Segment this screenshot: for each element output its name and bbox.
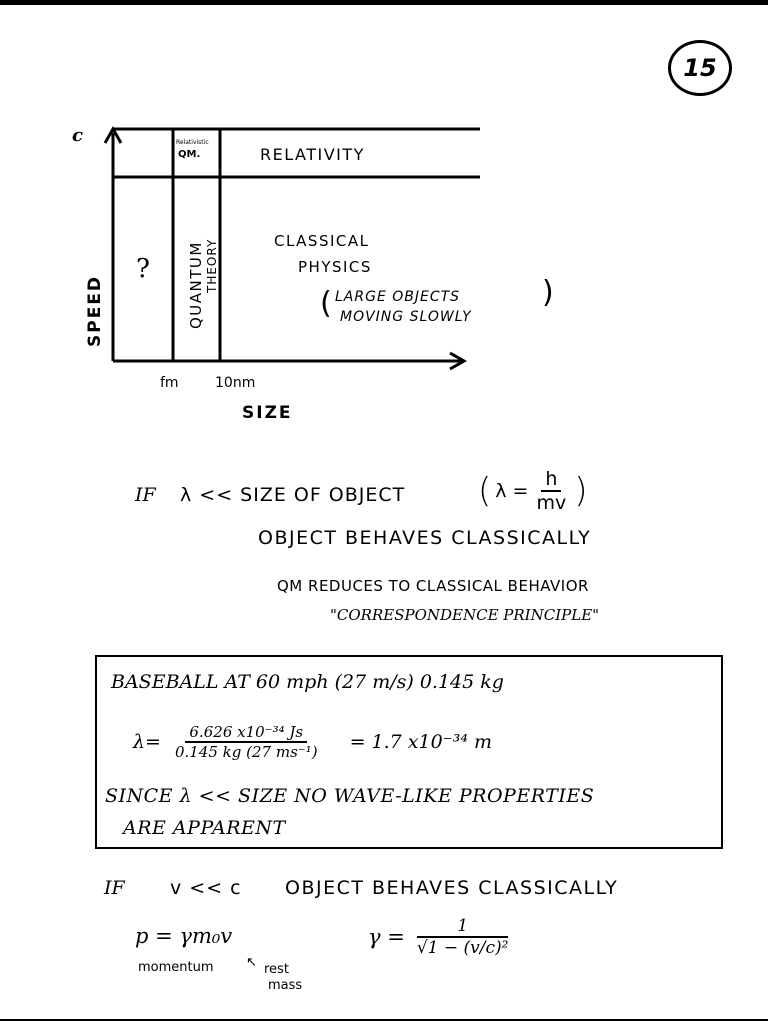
regimes-diagram: c SPEED SIZE fm 10nm ? Relativistic QM. …: [72, 125, 480, 423]
statement2-result: OBJECT BEHAVES CLASSICALLY: [285, 877, 619, 899]
statement2-if: IF: [104, 877, 125, 899]
statement1-note-2: "CORRESPONDENCE PRINCIPLE": [330, 606, 600, 624]
x-tick-10nm: 10nm: [215, 375, 255, 391]
momentum-label: momentum: [138, 960, 214, 975]
page-number: 15: [668, 40, 732, 96]
example-numerator: 6.626 x10⁻³⁴ Js: [185, 723, 308, 743]
x-axis-label: SIZE: [242, 403, 293, 423]
example-fraction: 6.626 x10⁻³⁴ Js 0.145 kg (27 ms⁻¹): [171, 723, 322, 761]
statement1-note-1: QM REDUCES TO CLASSICAL BEHAVIOR: [277, 577, 589, 595]
classical-label-2: PHYSICS: [298, 258, 372, 276]
formula-fraction: h mv: [532, 468, 570, 514]
example-conclusion-2: ARE APPARENT: [123, 817, 286, 839]
example-denominator: 0.145 kg (27 ms⁻¹): [174, 743, 318, 761]
formula-lambda: λ =: [495, 480, 529, 502]
y-top-label: c: [72, 125, 83, 146]
rest-mass-arrow: ↖: [246, 955, 257, 970]
gamma-equation: γ = 1 √1 − (v/c)²: [368, 916, 512, 958]
classical-label-1: CLASSICAL: [274, 232, 370, 250]
x-tick-fm: fm: [160, 375, 179, 391]
rest-mass-label-2: mass: [268, 978, 303, 993]
statement2-condition: v << c: [170, 877, 242, 899]
momentum-equation: p = γm₀v: [135, 924, 233, 948]
statement1-condition: λ << SIZE OF OBJECT: [180, 484, 406, 506]
formula-paren-right: ): [574, 471, 588, 511]
bottom-border: [0, 1019, 768, 1021]
paren-right-mark: ): [542, 275, 554, 310]
unknown-region-label: ?: [136, 254, 150, 284]
gamma-numerator: 1: [417, 916, 509, 938]
gamma-denominator: √1 − (v/c)²: [416, 938, 509, 958]
gamma-lhs: γ =: [368, 925, 405, 949]
top-border: [0, 0, 768, 5]
formula-denominator: mv: [536, 492, 567, 514]
example-result: = 1.7 x10⁻³⁴ m: [349, 731, 492, 753]
debroglie-formula: ( λ = h mv ): [478, 468, 588, 514]
statement1-if: IF: [135, 484, 156, 506]
y-axis-label: SPEED: [85, 275, 105, 347]
formula-numerator: h: [541, 468, 562, 492]
baseball-example-box: BASEBALL AT 60 mph (27 m/s) 0.145 kg λ= …: [95, 655, 723, 849]
classical-note-1: LARGE OBJECTS: [335, 289, 460, 305]
example-calculation: λ= 6.626 x10⁻³⁴ Js 0.145 kg (27 ms⁻¹) = …: [133, 723, 492, 761]
relativity-label: RELATIVITY: [260, 145, 365, 164]
example-line1: BASEBALL AT 60 mph (27 m/s) 0.145 kg: [111, 671, 504, 693]
relativistic-qm-label-2: QM.: [178, 149, 200, 160]
statement1-result: OBJECT BEHAVES CLASSICALLY: [258, 527, 592, 549]
paren-left: (: [320, 286, 332, 321]
quantum-label-2: THEORY: [205, 239, 219, 294]
formula-paren-left: (: [478, 471, 492, 511]
quantum-label-1: QUANTUM: [187, 241, 205, 329]
relativistic-qm-label-1: Relativistic: [176, 139, 209, 146]
gamma-fraction: 1 √1 − (v/c)²: [413, 916, 513, 958]
example-conclusion-1: SINCE λ << SIZE NO WAVE-LIKE PROPERTIES: [105, 785, 595, 807]
rest-mass-label-1: rest: [264, 962, 289, 977]
x-axis-arrow: [449, 351, 468, 371]
example-lambda: λ=: [133, 731, 161, 753]
classical-note-2: MOVING SLOWLY: [340, 309, 472, 325]
